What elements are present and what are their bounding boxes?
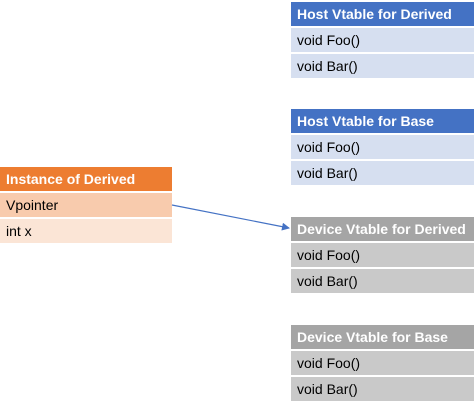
host-vtable-base-entry-bar: void Bar() xyxy=(291,161,474,185)
instance-of-derived-title: Instance of Derived xyxy=(0,167,172,191)
device-vtable-derived-entry-bar: void Bar() xyxy=(291,269,474,293)
host-vtable-derived-title: Host Vtable for Derived xyxy=(291,2,474,26)
instance-of-derived: Instance of Derived Vpointer int x xyxy=(0,167,172,243)
host-vtable-derived: Host Vtable for Derived void Foo() void … xyxy=(291,2,474,78)
host-vtable-derived-entry-foo: void Foo() xyxy=(291,28,474,52)
instance-vpointer-field: Vpointer xyxy=(0,193,172,217)
device-vtable-base: Device Vtable for Base void Foo() void B… xyxy=(291,325,474,401)
device-vtable-base-title: Device Vtable for Base xyxy=(291,325,474,349)
instance-int-x-field: int x xyxy=(0,219,172,243)
device-vtable-base-entry-foo: void Foo() xyxy=(291,351,474,375)
device-vtable-base-entry-bar: void Bar() xyxy=(291,377,474,401)
host-vtable-base-entry-foo: void Foo() xyxy=(291,135,474,159)
device-vtable-derived: Device Vtable for Derived void Foo() voi… xyxy=(291,217,474,293)
device-vtable-derived-title: Device Vtable for Derived xyxy=(291,217,474,241)
host-vtable-base: Host Vtable for Base void Foo() void Bar… xyxy=(291,109,474,185)
device-vtable-derived-entry-foo: void Foo() xyxy=(291,243,474,267)
host-vtable-base-title: Host Vtable for Base xyxy=(291,109,474,133)
vpointer-arrow xyxy=(171,204,290,231)
host-vtable-derived-entry-bar: void Bar() xyxy=(291,54,474,78)
